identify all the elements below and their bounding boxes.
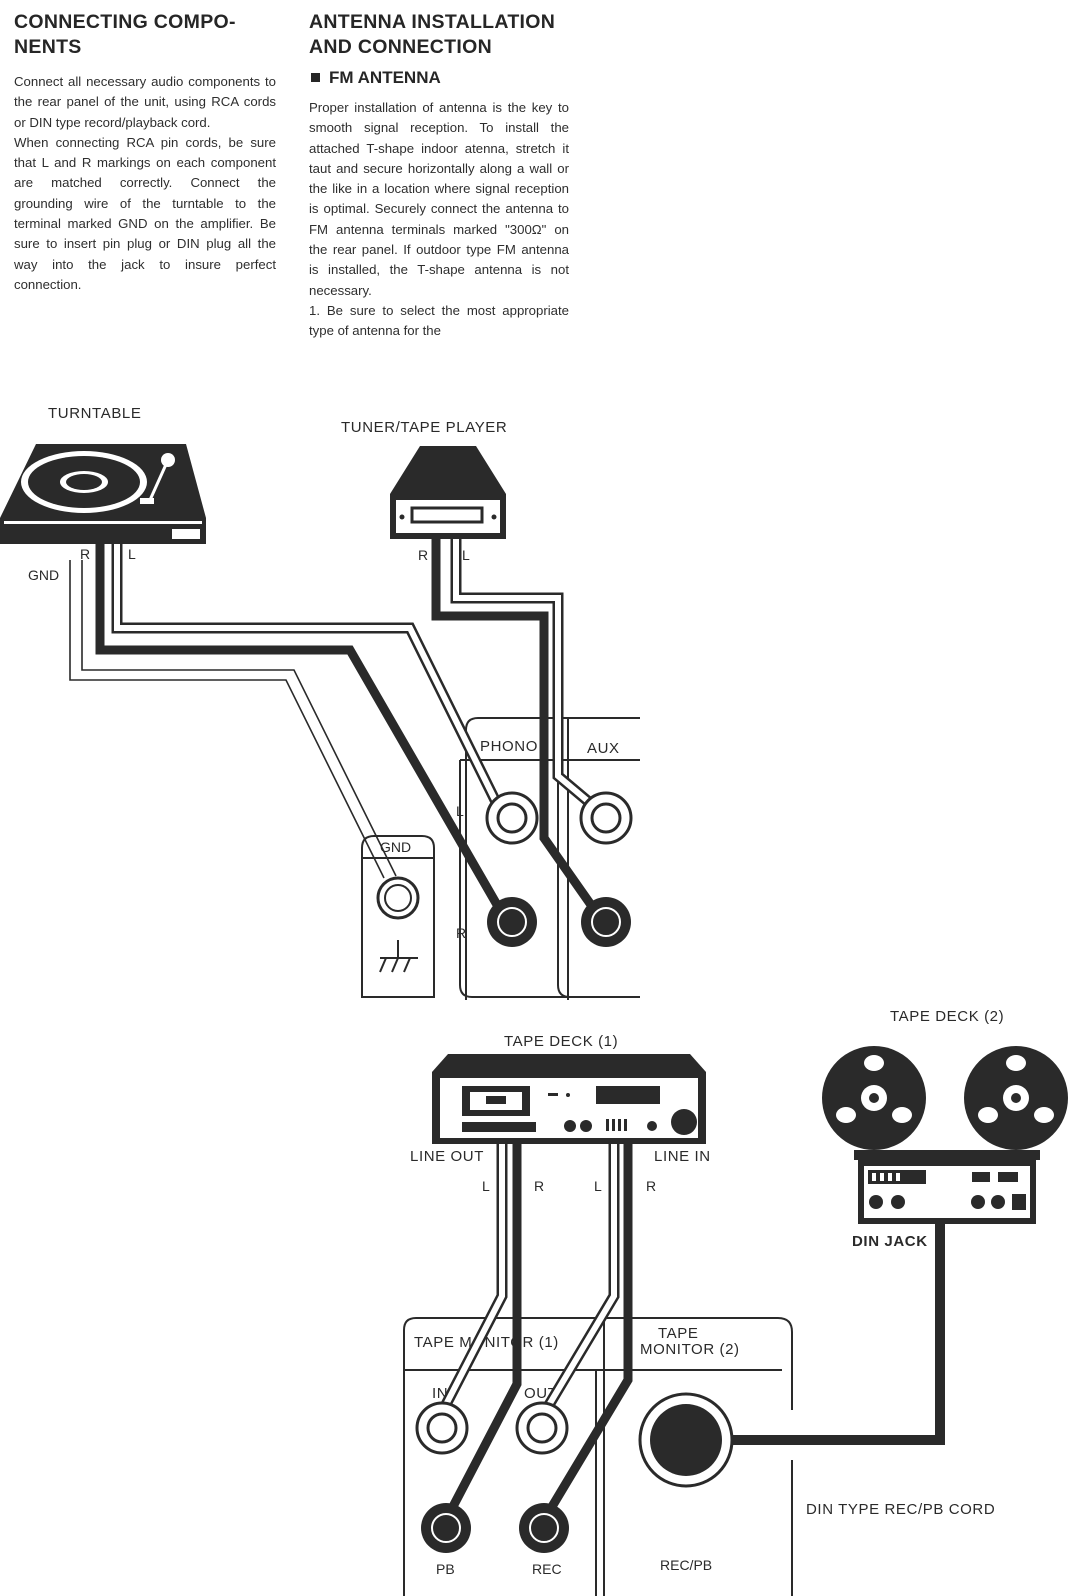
turntable-gnd-label: GND [28,567,59,583]
line-out-r-cable [442,1144,522,1523]
panel-r-label: R [456,925,466,941]
aux-r-jack [581,897,631,947]
gnd-terminal-label: GND [380,839,411,855]
line-in-r-cable [540,1144,633,1523]
din-cord-label: DIN TYPE REC/PB CORD [806,1501,995,1518]
ground-terminal-icon [376,876,420,920]
gnd-wire [69,560,397,879]
connecting-rca-paragraph: When connecting RCA pin cords, be sure t… [14,134,276,292]
din-cord [688,1224,945,1445]
antenna-heading: ANTENNA INSTALLATION AND CONNECTION [309,11,556,58]
turntable-r-cable [95,544,504,913]
din-rec-pb-jack [638,1392,734,1488]
line-out-r-label: R [534,1178,544,1194]
phono-r-jack [487,897,537,947]
tape-monitor-2-label-line1: TAPE [658,1325,698,1342]
antenna-section: ANTENNA INSTALLATION AND CONNECTION FM A… [309,10,569,342]
tuner-l-cable [450,539,600,813]
line-in-r-label: R [646,1178,656,1194]
rec-label: REC [532,1561,562,1577]
fm-antenna-subheading: FM ANTENNA [309,68,569,88]
tape-monitor-2-label-line2: MONITOR (2) [640,1341,740,1358]
connecting-components-heading: CONNECTING COMPO- NENTS [14,11,236,58]
tape-deck-1-label: TAPE DECK (1) [504,1033,618,1050]
tape-monitor-out-jack [515,1401,569,1455]
turntable-l-cable [111,544,503,809]
tape-deck-2-icon [822,1046,1068,1224]
line-out-l-cable [433,1144,508,1423]
tuner-l-label: L [462,547,470,563]
line-in-l-cable [535,1144,620,1423]
square-bullet-icon [311,73,320,83]
turntable-l-label: L [128,546,136,562]
tape-deck-1-icon [432,1054,706,1144]
antenna-installation-paragraph: Proper installation of antenna is the ke… [309,100,569,298]
line-out-l-label: L [482,1178,490,1194]
ground-symbol-icon [379,940,418,973]
fm-antenna-label: FM ANTENNA [329,68,441,87]
pb-label: PB [436,1561,455,1577]
rec-jack [519,1503,569,1553]
tape-monitor-in-jack [415,1401,469,1455]
line-in-label: LINE IN [654,1148,711,1165]
tape-deck-2-label: TAPE DECK (2) [890,1008,1004,1025]
amplifier-rear-panel-lower [403,1317,793,1596]
tape-monitor-1-label: TAPE MONITOR (1) [414,1334,559,1351]
connecting-intro-paragraph: Connect all necessary audio components t… [14,74,276,130]
line-out-label: LINE OUT [410,1148,484,1165]
tuner-r-label: R [418,547,428,563]
phono-label: PHONO [480,738,538,755]
tuner-icon [390,446,506,539]
din-jack-label: DIN JACK [852,1233,928,1250]
pb-jack [421,1503,471,1553]
aux-label: AUX [587,740,620,757]
turntable-icon [0,444,206,544]
rec-pb-label: REC/PB [660,1557,712,1573]
aux-l-jack [579,791,633,845]
connecting-components-section: CONNECTING COMPO- NENTS Connect all nece… [14,10,276,295]
turntable-label: TURNTABLE [48,405,141,422]
tuner-label: TUNER/TAPE PLAYER [341,419,507,436]
antenna-step-1-paragraph: 1. Be sure to select the most appropriat… [309,302,569,339]
tuner-r-cable [431,539,600,915]
panel-l-label: L [456,803,464,819]
phono-l-jack [485,791,539,845]
line-in-l-label: L [594,1178,602,1194]
turntable-r-label: R [80,546,90,562]
